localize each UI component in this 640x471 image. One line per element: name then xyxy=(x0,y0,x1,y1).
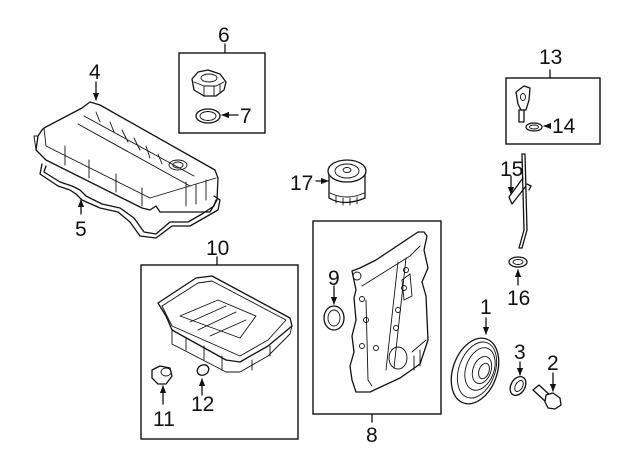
callout-4: 4 xyxy=(89,61,101,84)
callout-16: 16 xyxy=(507,287,530,310)
callout-8: 8 xyxy=(366,424,378,447)
dipstick-tube xyxy=(507,153,532,249)
drain-plug xyxy=(151,365,173,385)
callout-10: 10 xyxy=(206,237,229,260)
callout-12: 12 xyxy=(191,393,214,416)
timing-cover xyxy=(349,231,429,393)
dipstick-handle xyxy=(515,85,531,123)
oil-filter xyxy=(315,159,367,206)
dipstick-box xyxy=(505,69,601,145)
oil-pan xyxy=(157,275,293,373)
callout-5: 5 xyxy=(75,218,87,241)
callout-labels: 4 5 6 7 17 13 14 15 16 10 11 12 9 8 1 3 … xyxy=(75,24,576,447)
oil-pan-box xyxy=(140,256,299,440)
callout-2: 2 xyxy=(547,352,559,375)
dipstick-o-ring xyxy=(525,122,543,132)
valve-cover-gasket xyxy=(39,163,221,239)
crankshaft-pulley xyxy=(450,317,500,405)
callout-13: 13 xyxy=(539,46,562,69)
valve-cover xyxy=(33,101,219,213)
callout-14: 14 xyxy=(552,115,576,138)
washer xyxy=(509,361,527,396)
oil-filler-cap xyxy=(191,69,227,97)
callout-15: 15 xyxy=(500,158,523,181)
callout-1: 1 xyxy=(480,296,492,319)
callout-9: 9 xyxy=(328,267,340,290)
tube-o-ring xyxy=(508,256,528,286)
callout-6: 6 xyxy=(218,24,230,47)
filler-cap-seal xyxy=(195,108,221,124)
timing-cover-box xyxy=(312,220,442,423)
callout-7: 7 xyxy=(240,105,252,128)
pulley-bolt xyxy=(532,372,562,410)
drain-plug-gasket xyxy=(196,364,210,376)
callout-11: 11 xyxy=(153,408,175,431)
callout-3: 3 xyxy=(514,341,526,364)
front-seal xyxy=(323,305,345,331)
callout-17: 17 xyxy=(290,172,313,195)
filler-cap-box xyxy=(178,43,266,134)
